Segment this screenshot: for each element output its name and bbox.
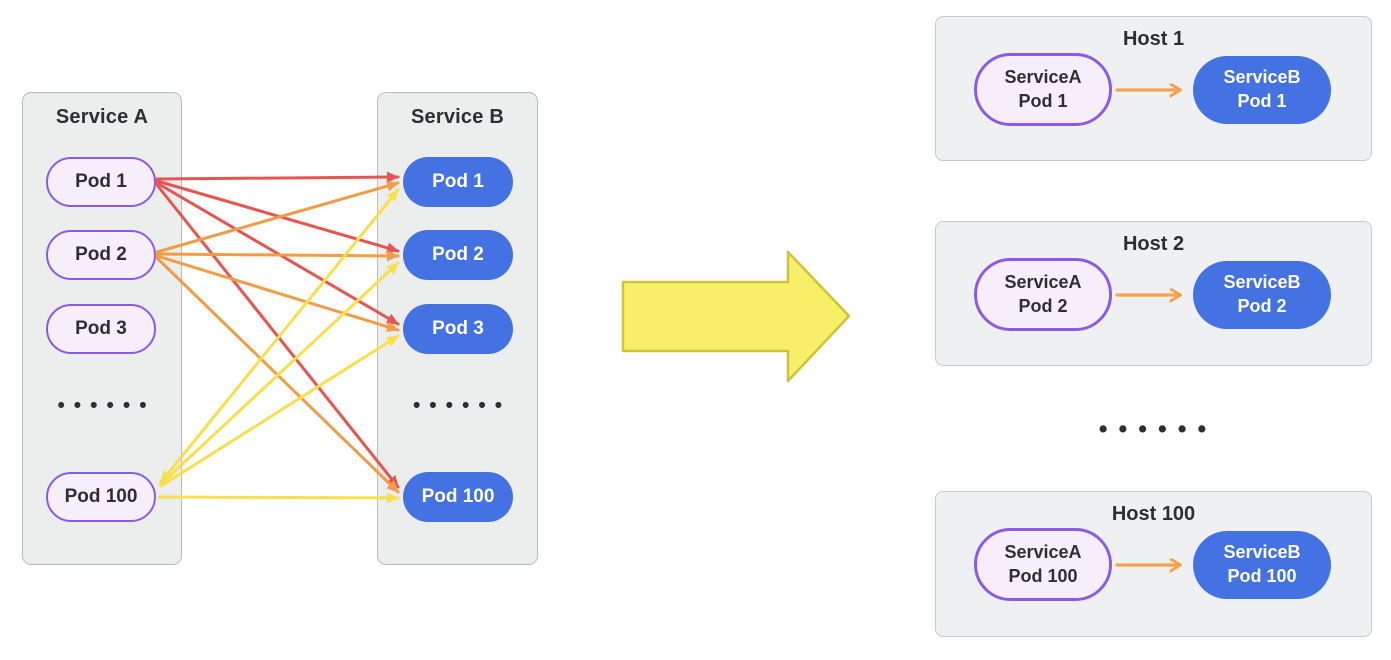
pill-label-line1: ServiceB — [1223, 67, 1301, 88]
host-100-box: Host 100 ServiceA Pod 100 ServiceB Pod 1… — [935, 491, 1372, 637]
host-2-box: Host 2 ServiceA Pod 2 ServiceB Pod 2 — [935, 221, 1372, 366]
mesh-connection-arrows — [155, 171, 400, 504]
host-2-title: Host 2 — [1122, 233, 1185, 255]
service-b-pod-1: Pod 1 — [403, 157, 513, 207]
pill-label-line1: ServiceA — [1004, 66, 1082, 87]
arrow-a-pod100-to-b-pod100 — [157, 492, 400, 504]
arrow-a-pod100-to-b-pod1 — [159, 188, 400, 484]
arrow-a-pod100-to-b-pod3 — [159, 334, 400, 488]
host-2-service-a-pod: ServiceA Pod 2 — [974, 258, 1112, 331]
service-b-ellipsis: •••••• — [412, 394, 512, 417]
host-1-title: Host 1 — [1122, 28, 1185, 50]
host-1-service-a-pod: ServiceA Pod 1 — [974, 53, 1112, 126]
arrow-a-pod1-to-b-pod2 — [155, 179, 400, 254]
pill-label-line1: ServiceA — [1004, 541, 1082, 562]
pill-label-line2: Pod 100 — [1008, 565, 1078, 586]
arrow-a-pod2-to-b-pod3 — [155, 254, 400, 333]
host-1-box: Host 1 ServiceA Pod 1 ServiceB Pod 1 — [935, 16, 1372, 161]
service-a-ellipsis: •••••• — [57, 394, 156, 417]
service-a-pod-100: Pod 100 — [46, 472, 156, 522]
service-a-title: Service A — [55, 106, 149, 128]
host-100-title: Host 100 — [1111, 503, 1196, 525]
arrow-a-pod100-to-b-pod2 — [159, 261, 400, 486]
host-100-service-b-pod: ServiceB Pod 100 — [1193, 531, 1331, 599]
arrow-a-pod1-to-b-pod3 — [155, 181, 400, 326]
pill-label-line1: ServiceA — [1004, 271, 1082, 292]
host-2-service-b-pod: ServiceB Pod 2 — [1193, 261, 1331, 329]
arrow-a-pod2-to-b-pod1 — [155, 180, 400, 254]
transform-arrow-icon — [621, 250, 851, 383]
host-1-service-b-pod: ServiceB Pod 1 — [1193, 56, 1331, 124]
service-a-panel: Service A Pod 1 Pod 2 Pod 3 •••••• Pod 1… — [22, 92, 182, 565]
pill-label-line2: Pod 100 — [1227, 566, 1297, 586]
service-a-pod-3: Pod 3 — [46, 304, 156, 354]
pill-label-line1: ServiceB — [1223, 542, 1301, 563]
service-b-panel: Service B Pod 1 Pod 2 Pod 3 •••••• Pod 1… — [377, 92, 538, 565]
arrow-a-pod2-to-b-pod2 — [155, 250, 400, 262]
host-100-service-a-pod: ServiceA Pod 100 — [974, 528, 1112, 601]
hosts-ellipsis: •••••• — [1098, 415, 1218, 443]
pill-label-line2: Pod 2 — [1237, 296, 1287, 316]
arrow-a-pod2-to-b-pod100 — [155, 256, 400, 494]
service-a-pod-1: Pod 1 — [46, 157, 156, 207]
pill-label-line2: Pod 1 — [1018, 90, 1068, 111]
pill-label-line2: Pod 1 — [1237, 91, 1287, 111]
service-b-pod-2: Pod 2 — [403, 230, 513, 280]
service-b-title: Service B — [411, 106, 504, 128]
pill-label-line1: ServiceB — [1223, 272, 1301, 293]
service-b-pod-100: Pod 100 — [403, 472, 513, 522]
arrow-a-pod1-to-b-pod1 — [155, 171, 400, 183]
arrow-a-pod1-to-b-pod100 — [155, 183, 400, 489]
pill-label-line2: Pod 2 — [1018, 295, 1068, 316]
service-b-pod-3: Pod 3 — [403, 304, 513, 354]
service-a-pod-2: Pod 2 — [46, 230, 156, 280]
